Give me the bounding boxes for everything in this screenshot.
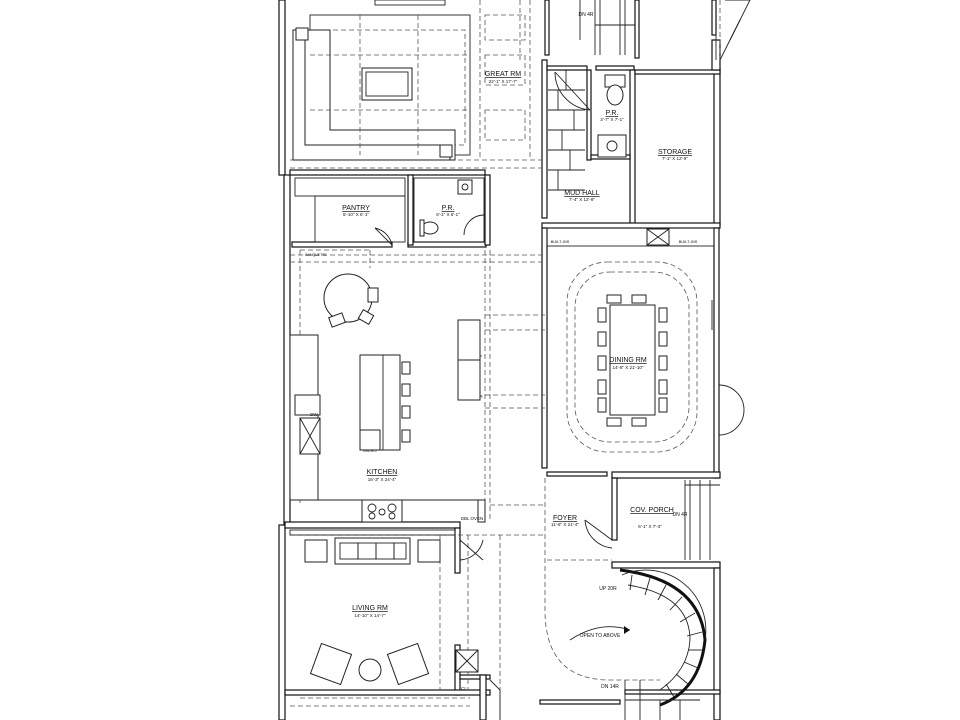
pantry-dim: 5'-10" X 6'-1" bbox=[343, 212, 369, 217]
built-ins-right-note: BUILT-INS bbox=[679, 239, 698, 244]
pantry-pr bbox=[294, 177, 485, 246]
kitchen-dim: 16'-3" X 24'-4" bbox=[368, 477, 397, 482]
pr-upper-label: P.R. bbox=[606, 110, 619, 117]
mud-hall-dim: 7'-4" X 12'-9" bbox=[569, 197, 595, 202]
living-furniture bbox=[289, 529, 484, 686]
walls bbox=[278, 0, 721, 720]
pr-upper-dim: 3'-7" X 7'-1" bbox=[600, 117, 624, 122]
great-rm-label: GREAT RM bbox=[485, 71, 521, 78]
pantry-label: PANTRY bbox=[342, 205, 370, 212]
cov-porch-label: COV. PORCH bbox=[630, 507, 674, 514]
foyer-stair bbox=[489, 480, 720, 720]
dining-rm-dim: 14'-8" X 21'-10" bbox=[613, 365, 644, 370]
f-note: F bbox=[480, 354, 483, 359]
storage-dim: 7'-1" X 12'-9" bbox=[662, 156, 688, 161]
living-rm-dim: 14'-10" X 14'-7" bbox=[355, 613, 386, 618]
dining-rm-label: DINING RM bbox=[609, 357, 647, 364]
dn-4r-top-note: DN 4R bbox=[578, 12, 593, 18]
foyer-label: FOYER bbox=[553, 515, 577, 522]
dbl-oven-note: DBL OVEN bbox=[461, 516, 484, 521]
banquette-note: BANQUETTE bbox=[305, 253, 327, 257]
micro-note: MICRO bbox=[363, 448, 376, 453]
storage-label: STORAGE bbox=[658, 149, 692, 156]
cl-note: CL bbox=[461, 686, 467, 691]
pr-small-dim: 6'-1" X 6'-1" bbox=[436, 212, 460, 217]
room-labels: GREAT RM 22'-1" X 17'-7" PANTRY 5'-10" X… bbox=[342, 71, 692, 618]
great-rm-dim: 22'-1" X 17'-7" bbox=[489, 79, 518, 84]
up-20r-note: UP 20R bbox=[599, 586, 617, 592]
pr-small-label: P.R. bbox=[442, 205, 455, 212]
dn-14r-note: DN 14R bbox=[601, 684, 619, 690]
dashed-lines bbox=[290, 0, 721, 720]
dn-4r-porch-note: DN 4R bbox=[672, 512, 687, 518]
foyer-dim: 11'-8" X 21'-4" bbox=[551, 522, 579, 527]
open-to-above-note: OPEN TO ABOVE bbox=[580, 633, 621, 639]
built-ins-left-note: BUILT-INS bbox=[551, 239, 570, 244]
dw-note: DW bbox=[310, 412, 318, 417]
annotations: DN 4R DN 4R DN 14R UP 20R OPEN TO ABOVE … bbox=[305, 12, 697, 691]
r-note: R bbox=[479, 394, 483, 399]
great-room-furniture bbox=[292, 0, 526, 161]
kitchen-label: KITCHEN bbox=[367, 469, 398, 476]
cov-porch-dim: 6'-1" X 7'-3" bbox=[638, 524, 662, 529]
living-rm-label: LIVING RM bbox=[352, 605, 388, 612]
upper-area bbox=[548, 0, 751, 191]
dining-furniture bbox=[546, 227, 745, 453]
mud-hall-label: MUD HALL bbox=[564, 190, 600, 197]
kitchen-furniture bbox=[289, 273, 486, 523]
